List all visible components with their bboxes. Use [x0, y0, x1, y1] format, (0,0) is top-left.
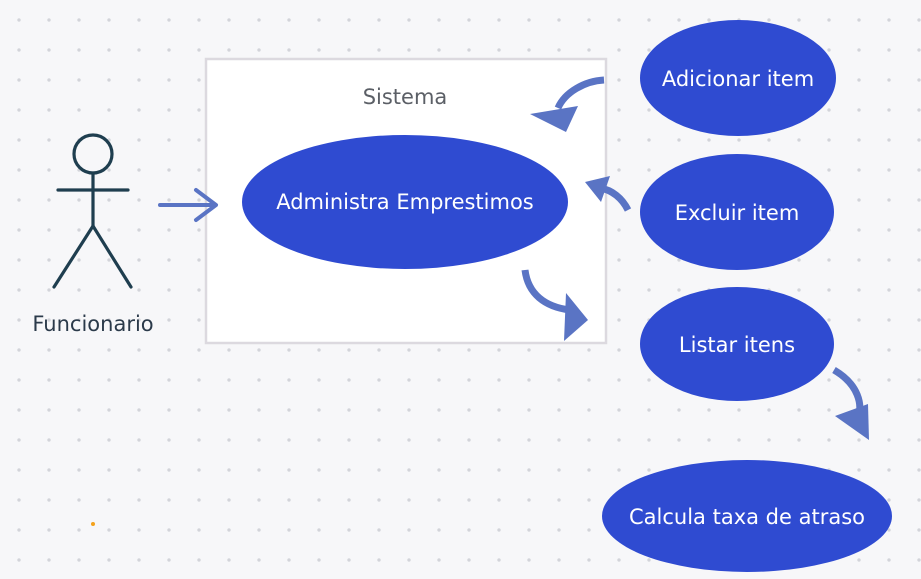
arrow-main-to-listar — [521, 269, 588, 341]
use-case-ellipse[interactable] — [242, 135, 568, 269]
use-case-calcula-taxa-de-atraso[interactable]: Calcula taxa de atraso — [602, 460, 892, 572]
arrow-head — [194, 188, 218, 222]
use-case-label: Administra Emprestimos — [276, 190, 534, 214]
use-case-ellipse[interactable] — [640, 20, 836, 136]
use-case-label: Adicionar item — [662, 67, 814, 91]
use-case-ellipse[interactable] — [640, 154, 834, 270]
arrow-excluir-to-main — [585, 176, 632, 212]
use-case-excluir-item[interactable]: Excluir item — [640, 154, 834, 270]
arrow-head — [564, 293, 588, 341]
use-case-ellipse[interactable] — [602, 460, 892, 572]
system-title: Sistema — [363, 85, 448, 109]
arrow-head — [530, 106, 578, 132]
arrow-head — [835, 404, 869, 440]
actor-association-arrow — [158, 188, 218, 222]
use-case-label: Listar itens — [679, 333, 795, 357]
actor-label: Funcionario — [32, 312, 153, 336]
use-case-adicionar-item[interactable]: Adicionar item — [640, 20, 836, 136]
use-case-listar-itens[interactable]: Listar itens — [640, 287, 834, 401]
actor-stick-figure-icon — [52, 133, 133, 289]
use-case-label: Calcula taxa de atraso — [629, 505, 865, 529]
arrow-listar-to-calcula — [832, 366, 869, 440]
arrow-adicionar-to-main — [530, 76, 605, 132]
use-case-administra-emprestimos[interactable]: Administra Emprestimos — [242, 135, 568, 269]
use-case-label: Excluir item — [675, 201, 800, 225]
arrow-curve — [554, 76, 605, 110]
arrow-curve — [521, 269, 571, 314]
arrow-head — [585, 176, 610, 202]
use-case-ellipse[interactable] — [640, 287, 834, 401]
stray-dot — [91, 522, 95, 526]
actor-funcionario: Funcionario — [32, 133, 154, 336]
